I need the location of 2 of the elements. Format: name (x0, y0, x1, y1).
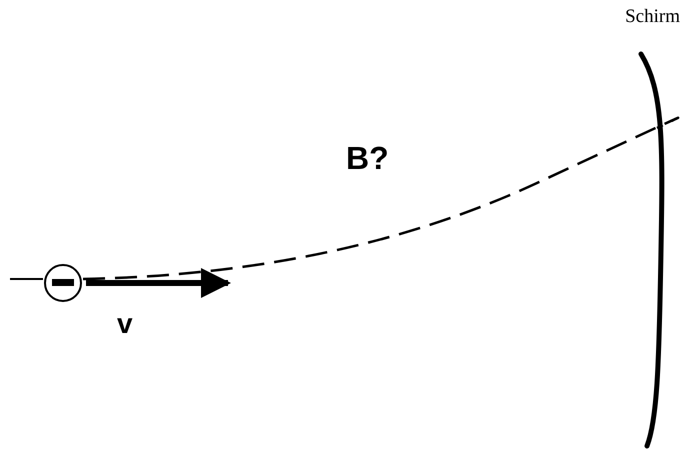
velocity-label: v (117, 308, 133, 340)
screen-label: Schirm (625, 6, 680, 28)
